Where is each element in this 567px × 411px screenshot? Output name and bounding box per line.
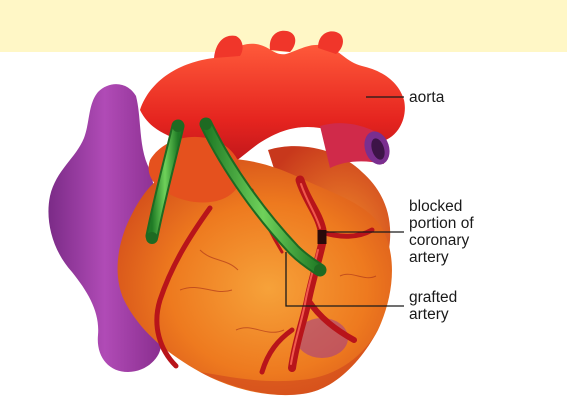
label-aorta: aorta (409, 89, 444, 106)
label-blocked-coronary-artery: blocked portion of coronary artery (409, 198, 474, 266)
label-grafted-artery: grafted artery (409, 289, 457, 323)
